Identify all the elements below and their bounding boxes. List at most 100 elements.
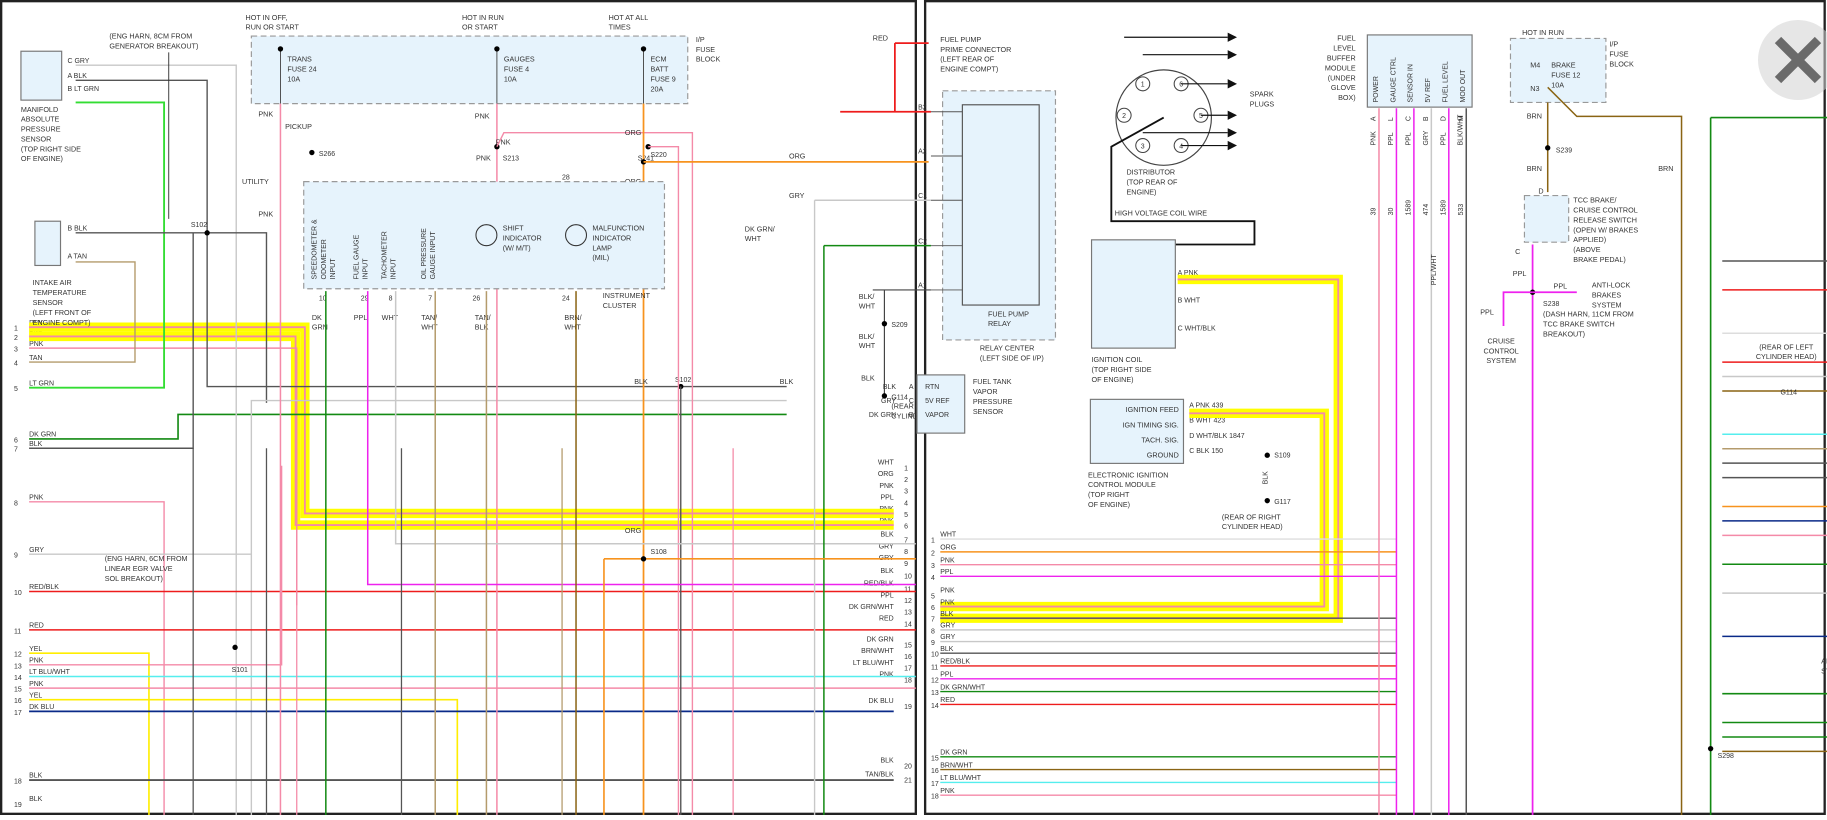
wire-color-label: DK GRN/WHT <box>940 684 986 691</box>
pin-number: 5 <box>904 512 908 519</box>
tcc-switch-label: CRUISE CONTROL <box>1573 205 1637 214</box>
fuse-hot-label: HOT AT ALL <box>609 13 649 22</box>
wire-color-label: YEL <box>29 646 42 653</box>
s238-note: (DASH HARN, 11CM FROM <box>1543 310 1634 319</box>
pin-number: 11 <box>14 628 21 635</box>
wire-pnk <box>29 465 283 666</box>
vapor-sensor-label: PRESSURE <box>973 397 1013 406</box>
wire-label: BRN <box>1527 164 1542 173</box>
arrow-icon <box>1227 50 1238 60</box>
eicm-pin: B WHT 423 <box>1189 418 1225 425</box>
lamp-label: MALFUNCTION <box>592 224 644 233</box>
abs-label: BRAKES <box>1592 290 1621 299</box>
ground-label: G114 <box>891 394 908 401</box>
eicm-label: CONTROL MODULE <box>1088 480 1156 489</box>
s238-note: TCC BRAKE SWITCH <box>1543 320 1615 329</box>
tcc-switch-label: (ABOVE <box>1573 245 1600 254</box>
pin-number: 24 <box>562 295 570 302</box>
map-sensor-label: OF ENGINE) <box>21 154 63 163</box>
wire-color-label: LT GRN <box>29 380 54 387</box>
wire-color-label: PPL <box>940 671 953 678</box>
pin-number: 15 <box>904 642 912 649</box>
vapor-pin: C <box>909 398 914 405</box>
distributor-terminal-label: 4 <box>1179 143 1183 150</box>
vapor-sensor-func: 5V REF <box>925 398 949 405</box>
map-sensor-pin-label: B LT GRN <box>67 86 98 93</box>
fuel-pump-relay-box <box>961 104 1040 306</box>
wire-label: PNK <box>258 109 273 118</box>
pin-number: 26 <box>472 295 480 302</box>
wire-color-label: PNK <box>940 599 955 606</box>
switch-pin: C <box>1515 247 1520 256</box>
splice-label: S102 <box>191 222 207 229</box>
iat-sensor-label: SENSOR <box>33 298 63 307</box>
wire-label: GRY <box>789 191 805 200</box>
flbm-label: FUEL <box>1337 34 1355 43</box>
wire-dk-grn <box>29 413 787 440</box>
cluster-input-label: OIL PRESSURE <box>421 228 428 280</box>
flbm-pin: C <box>1405 116 1412 121</box>
splice-s109 <box>1264 452 1270 458</box>
pin-number: 3 <box>14 347 18 354</box>
vapor-pin: A <box>909 384 914 391</box>
splice-label: S209 <box>891 322 907 329</box>
wire-color-label: BLK <box>883 384 897 391</box>
eicm-pin: A PNK 439 <box>1189 402 1223 409</box>
splice-label: S241 <box>638 156 654 163</box>
fuse-block-label: FUSE <box>1609 49 1628 58</box>
ignition-coil-label: IGNITION COIL <box>1092 355 1143 364</box>
wire-pnk-highlighted <box>29 326 894 515</box>
pin-number: 15 <box>931 755 939 762</box>
splice-s239 <box>1545 145 1551 151</box>
wire-color-label: WHT <box>878 460 895 467</box>
pin-number: 10 <box>931 652 939 659</box>
distributor-terminal-label: 3 <box>1141 143 1145 150</box>
flbm-func: 5V REF <box>1425 78 1432 102</box>
ground-label: G117 <box>1274 499 1291 506</box>
spark-plugs-label: PLUGS <box>1250 100 1275 109</box>
cluster-input-label: SPEEDOMETER & <box>312 219 319 279</box>
flbm-pin: A <box>1370 116 1377 121</box>
fuse-label: BRAKE <box>1551 61 1576 70</box>
tcc-switch-label: RELEASE SWITCH <box>1573 215 1637 224</box>
pin-number: 4 <box>14 361 18 368</box>
pin-number: 20 <box>904 763 912 770</box>
wire-color-label: BLK <box>29 796 43 803</box>
wire-label: WHT <box>859 302 876 311</box>
wire-label: PPL <box>1554 282 1568 291</box>
wire-label: BLK <box>475 322 489 331</box>
wire-label: ORG <box>789 151 806 160</box>
pin-number: 13 <box>931 690 939 697</box>
pin-number: 14 <box>14 675 22 682</box>
fuse-dot <box>494 46 500 52</box>
pin-number: 9 <box>14 553 18 560</box>
wire-blk <box>75 232 268 403</box>
distributor-terminal-label: 5 <box>1199 113 1203 120</box>
relay-center-box <box>942 90 1057 341</box>
cluster-input-label: INPUT <box>391 258 398 280</box>
pin-number: 4 <box>931 575 935 582</box>
relay-pin-label: B2 <box>918 104 927 111</box>
close-button[interactable] <box>1758 20 1827 100</box>
wire-label: BLK <box>1262 471 1269 485</box>
iat-sensor-label: ENGINE COMPT) <box>33 318 91 327</box>
distributor-terminal-label: 2 <box>1122 113 1126 120</box>
lamp-label: INDICATOR <box>592 233 631 242</box>
wire-label: BLK/ <box>859 292 875 301</box>
utility-label: UTILITY <box>242 177 269 186</box>
circuit-number: 39 <box>1370 208 1377 216</box>
wire-label: TAN/ <box>475 313 491 322</box>
vapor-sensor-func: VAPOR <box>925 412 949 419</box>
splice-s102 <box>204 230 210 236</box>
ac-system-label: AIR CONDITIONING <box>1821 657 1827 666</box>
tcc-switch-label: BRAKE PEDAL) <box>1573 255 1625 264</box>
wire-color-label: GRY <box>940 634 955 641</box>
ground-label: CYLINDER HEAD) <box>1222 522 1283 531</box>
arrow-icon <box>1227 79 1238 89</box>
map-sensor-pin-label: C GRY <box>67 58 89 65</box>
circuit-number: 30 <box>1388 208 1395 216</box>
cluster-input-label: ODOMETER <box>321 239 328 279</box>
wire-color-label: PNK <box>879 671 894 678</box>
pin-number: 1 <box>14 326 18 333</box>
